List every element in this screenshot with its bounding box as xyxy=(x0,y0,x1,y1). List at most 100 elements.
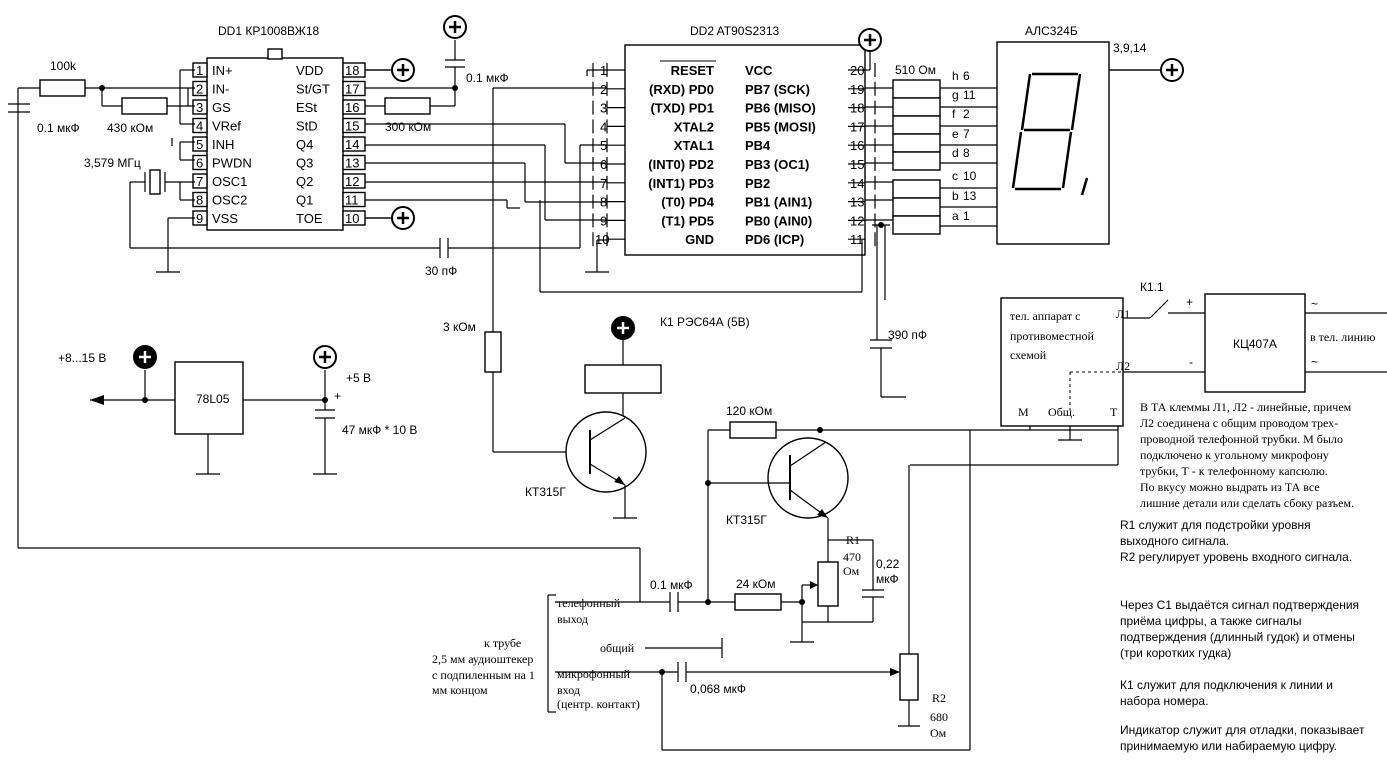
segment-pin: 6 xyxy=(963,69,970,83)
r-100k-label: 100k xyxy=(50,59,77,73)
bridge-minus: - xyxy=(1189,355,1193,369)
phone-t: Т xyxy=(1110,405,1118,419)
c1-note-line: подтверждения (длинный гудок) и отмены xyxy=(1120,630,1355,644)
phone-box-line-2: противоместной xyxy=(1010,329,1094,343)
ta-note-line: Л2 соединена с общим проводом трех- xyxy=(1140,416,1339,430)
dd2-pin-num: 16 xyxy=(850,138,864,153)
dd2-pin-num: 9 xyxy=(600,213,607,228)
power-cap-label: 47 мкФ * 10 В xyxy=(342,423,417,437)
dd1-pin-num: 18 xyxy=(345,63,359,78)
dd1-pin-name: INH xyxy=(212,137,234,152)
dd1-pin-num: 11 xyxy=(345,193,359,208)
display-resistor-label: 510 Ом xyxy=(895,63,936,77)
dd1-pin-num: 17 xyxy=(345,82,359,97)
ta-note-line: подключено к угольному микрофону xyxy=(1140,448,1329,462)
crystal-label: 3,579 МГц xyxy=(84,156,141,170)
dd2-pin-num: 17 xyxy=(850,119,864,134)
transistor-2-label: КТ315Г xyxy=(726,513,767,527)
dd2-pin-name: GND xyxy=(685,232,714,247)
dd1-pin-name: OSC1 xyxy=(212,174,247,189)
bridge-label: КЦ407А xyxy=(1233,337,1277,351)
dd2-title: DD2 AT90S2313 xyxy=(690,24,779,38)
dd1-pin-name: IN+ xyxy=(212,63,233,78)
dd1-pin-name: OSC2 xyxy=(212,193,247,208)
dd2-pin-name: PB0 (AIN0) xyxy=(745,213,812,228)
phone-set-box xyxy=(1000,297,1124,427)
r2-unit: Ом xyxy=(930,726,947,740)
dd2-pin-num: 7 xyxy=(600,176,607,191)
dd1-pin-name: StD xyxy=(296,119,318,134)
power-plus-icon xyxy=(133,345,157,369)
transistor-1 xyxy=(565,411,647,493)
segment-letter: d xyxy=(952,146,959,160)
r1-unit: Ом xyxy=(843,564,860,578)
dd2-pin-num: 15 xyxy=(850,157,864,172)
dd2-pin-num: 3 xyxy=(600,101,607,116)
dd2-pin-name: PB1 (AIN1) xyxy=(745,195,812,210)
dd1-pin-num: 14 xyxy=(345,137,359,152)
line-out-label: в тел. линию xyxy=(1310,330,1375,344)
r-note-line: выходного сигнала. xyxy=(1120,534,1230,548)
c-input-label: 0.1 мкФ xyxy=(37,121,80,135)
dd1-pin-name: St/GT xyxy=(296,82,330,97)
power-plus-icon xyxy=(1160,58,1184,82)
dd1-pin-name: Q4 xyxy=(296,137,313,152)
r-24k-label: 24 кОм xyxy=(736,577,776,591)
phone-common: Общ. xyxy=(1048,405,1075,419)
dd1-pin-name: PWDN xyxy=(212,156,252,171)
c-022-b: мкФ xyxy=(876,572,899,586)
segment-letter: f xyxy=(952,107,956,121)
power-output-label: +5 В xyxy=(346,371,371,385)
dd1-pin-num: 6 xyxy=(196,156,203,171)
transistor-2 xyxy=(767,437,849,519)
r-notes: R1 служит для подстройки уровня выходног… xyxy=(1120,517,1385,565)
c-vdd-label: 0.1 мкФ xyxy=(466,71,509,85)
r1-value: 470 xyxy=(843,550,861,564)
dd1-pin-name: VSS xyxy=(212,211,238,226)
segment-letter: e xyxy=(952,127,959,141)
power-plus-icon xyxy=(391,206,415,230)
power-plus-icon xyxy=(443,15,467,39)
relay-label: К1 РЭС64А (5В) xyxy=(660,315,750,329)
indicator-note: Индикатор служит для отладки, показывает… xyxy=(1120,722,1385,754)
dd2-pin-name: RESET xyxy=(671,63,714,78)
segment-pin: 7 xyxy=(963,127,970,141)
ta-note-line: трубки, Т - к телефонному капсюлю. xyxy=(1140,464,1328,478)
dd1-pin-name: Q1 xyxy=(296,193,313,208)
c-0068-label: 0,068 мкФ xyxy=(690,682,746,696)
c1-note-line: приёма цифры, а также сигналы xyxy=(1120,614,1302,628)
c-30p-label: 30 пФ xyxy=(425,264,457,278)
regulator-78l05 xyxy=(174,361,244,435)
dd2-pin-num: 4 xyxy=(600,119,607,134)
dd2-pin-num: 18 xyxy=(850,101,864,116)
dd1-pin-num: 4 xyxy=(196,119,203,134)
dd2-pin-name: (T1) PD5 xyxy=(661,213,714,228)
dd2-pin-num: 6 xyxy=(600,157,607,172)
resistor-300k xyxy=(384,97,431,115)
jack-mic-2: вход xyxy=(557,683,580,697)
display-common-pins: 3,9,14 xyxy=(1113,41,1147,55)
r-300k-label: 300 кОм xyxy=(385,120,431,134)
segment-pin: 11 xyxy=(963,88,976,102)
wiring: 3,579 МГц 30 пФ 0.1 мкФ 300 кОм xyxy=(8,40,1387,751)
dd1-title: DD1 КР1008ВЖ18 xyxy=(218,24,320,38)
dd1-pin-name: TOE xyxy=(296,211,323,226)
dd2-pin-name: VCC xyxy=(745,63,773,78)
r-note-line: R2 регулирует уровень входного сигнала. xyxy=(1120,550,1353,564)
c-022-a: 0,22 xyxy=(876,557,900,571)
dd2-pin-num: 11 xyxy=(850,232,864,247)
power-plus-icon xyxy=(858,28,882,52)
dd1-pin-name: VRef xyxy=(212,119,241,134)
dd1-pin-name: IN- xyxy=(212,82,229,97)
dd2-pin-name: PB4 xyxy=(745,138,771,153)
segment-letter: a xyxy=(952,209,959,223)
regulator-label: 78L05 xyxy=(196,392,230,406)
r-3k-label: 3 кОм xyxy=(443,320,476,334)
jack-label-2: 2,5 мм аудиоштекер xyxy=(432,652,533,666)
segment-pin: 8 xyxy=(963,146,970,160)
dd1-pin-num: 9 xyxy=(196,211,203,226)
jack-mic-1: микрофонный xyxy=(557,667,631,681)
r1-name: R1 xyxy=(846,533,860,547)
